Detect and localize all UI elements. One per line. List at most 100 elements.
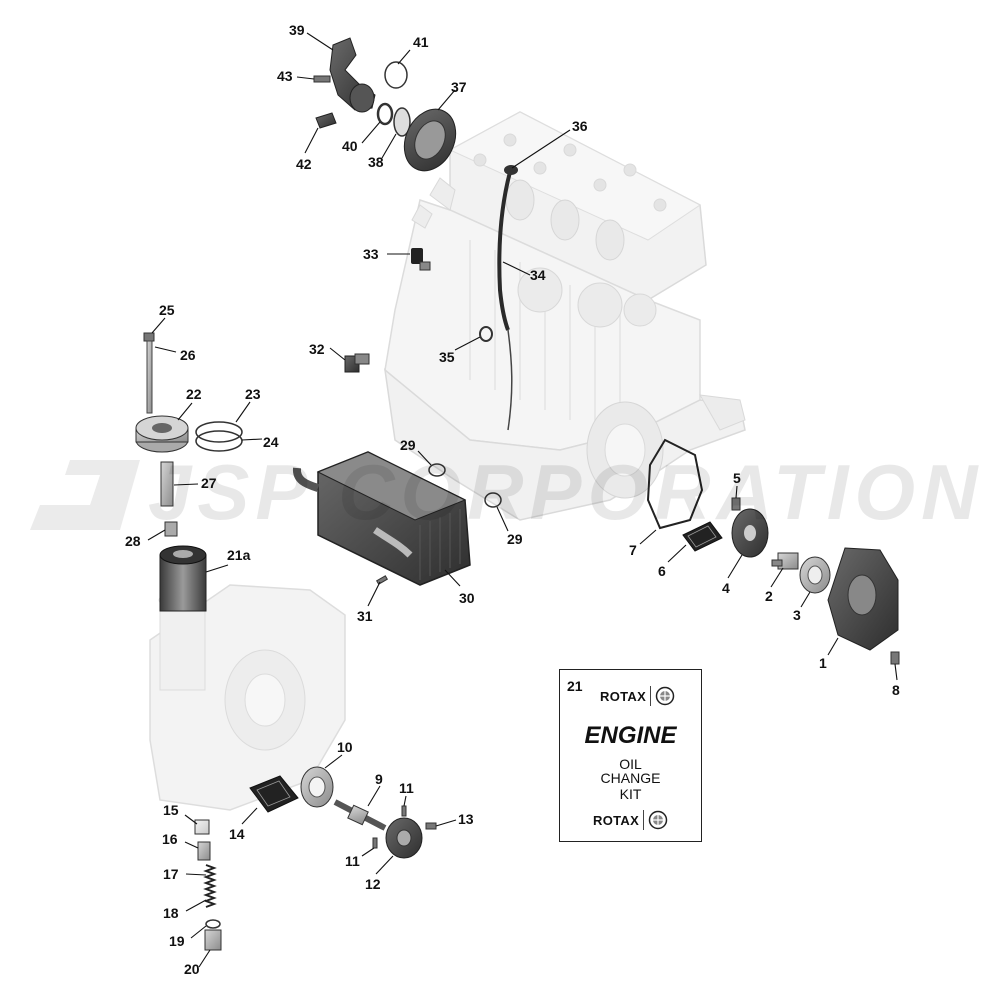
callout-34: 34	[530, 267, 546, 283]
callout-38: 38	[368, 154, 384, 170]
callout-9: 9	[375, 771, 383, 787]
dipstick	[497, 165, 518, 431]
thermostat-housing	[313, 37, 376, 129]
kit-line-1: OIL	[619, 756, 642, 772]
callout-35: 35	[439, 349, 455, 365]
rotor-10	[300, 766, 334, 808]
screen-14	[249, 775, 299, 813]
callout-40: 40	[342, 138, 358, 154]
spacer-28	[164, 521, 178, 537]
screw-31	[375, 575, 389, 585]
callout-21a: 21a	[227, 547, 251, 563]
brand-label-top: ROTAX	[600, 688, 647, 704]
callout-3: 3	[793, 607, 801, 623]
callout-17: 17	[163, 866, 179, 882]
callout-27: 27	[201, 475, 217, 491]
kit-line-3: KIT	[619, 786, 642, 802]
callout-2: 2	[765, 588, 773, 604]
callout-1: 1	[819, 655, 827, 671]
pump-plate-4	[731, 508, 769, 558]
o-ring-23	[195, 421, 243, 443]
seal-40	[376, 102, 394, 126]
shaft-9	[333, 799, 387, 831]
callout-42: 42	[296, 156, 312, 172]
callout-43: 43	[277, 68, 293, 84]
callout-10: 10	[337, 739, 353, 755]
rotax-logo-icon	[648, 810, 668, 830]
callout-29-lower: 29	[507, 531, 523, 547]
bolt-5	[731, 497, 741, 511]
callout-29-upper: 29	[400, 437, 416, 453]
o-ring-35	[479, 326, 493, 342]
o-ring-29a	[428, 463, 446, 477]
crankcase-lower	[149, 584, 346, 811]
callout-22: 22	[186, 386, 202, 402]
callout-30: 30	[459, 590, 475, 606]
pump-cover-12	[385, 817, 423, 859]
o-ring-24	[195, 430, 243, 452]
screw-13	[425, 822, 437, 830]
callout-36: 36	[572, 118, 588, 134]
filter-cap-22	[135, 415, 189, 453]
callout-20: 20	[184, 961, 200, 977]
callout-5: 5	[733, 470, 741, 486]
kit-line-2: CHANGE	[600, 770, 661, 786]
oil-filter-21a	[159, 545, 207, 612]
bolt-25	[143, 332, 155, 414]
leader-lines	[147, 32, 898, 968]
rotax-logo-icon	[655, 686, 675, 706]
kit-title: ENGINE	[584, 722, 677, 749]
callout-16: 16	[162, 831, 178, 847]
spring-17	[203, 864, 217, 908]
callout-24: 24	[263, 434, 279, 450]
plug-20	[204, 929, 222, 951]
drain-plug-32	[344, 353, 370, 373]
callout-15: 15	[163, 802, 179, 818]
oil-cooler-30	[292, 451, 471, 586]
o-ring-41	[384, 61, 408, 89]
bolt-8	[890, 651, 900, 665]
piston-16	[197, 841, 211, 861]
callout-11-upper: 11	[399, 780, 414, 796]
callout-33: 33	[363, 246, 379, 262]
plug-15	[194, 819, 210, 835]
brand-row-bottom: ROTAX	[593, 810, 668, 830]
cover-37	[403, 108, 457, 172]
callout-13: 13	[458, 811, 474, 827]
callout-19: 19	[169, 933, 185, 949]
o-ring-19	[205, 919, 221, 929]
callout-12: 12	[365, 876, 381, 892]
callout-32: 32	[309, 341, 325, 357]
callout-23: 23	[245, 386, 261, 402]
gasket-38	[393, 107, 411, 137]
screen-6	[682, 521, 723, 552]
kit-number: 21	[567, 678, 583, 694]
pin-11b	[372, 837, 378, 849]
gasket-7	[646, 438, 704, 530]
brand-label-bottom: ROTAX	[593, 812, 640, 828]
o-ring-29b	[484, 492, 502, 508]
brand-row-top: ROTAX	[600, 686, 675, 706]
pin-11a	[401, 805, 407, 817]
callout-25: 25	[159, 302, 175, 318]
callout-26: 26	[180, 347, 196, 363]
sensor-33	[411, 248, 431, 271]
callout-39: 39	[289, 22, 305, 38]
pump-cover-1	[827, 547, 899, 651]
callout-11-lower: 11	[345, 853, 360, 869]
callout-31: 31	[357, 608, 373, 624]
callout-4: 4	[722, 580, 730, 596]
tube-27	[160, 461, 174, 507]
engine-block	[383, 111, 746, 521]
callout-7: 7	[629, 542, 637, 558]
callout-41: 41	[413, 34, 429, 50]
oil-change-kit-box: 21 ROTAX ENGINE OIL CHANGE KIT ROTAX	[559, 669, 702, 842]
callout-6: 6	[658, 563, 666, 579]
callout-18: 18	[163, 905, 179, 921]
callout-8: 8	[892, 682, 900, 698]
gear-2	[771, 552, 799, 570]
callout-37: 37	[451, 79, 467, 95]
callout-28: 28	[125, 533, 141, 549]
callout-14: 14	[229, 826, 245, 842]
